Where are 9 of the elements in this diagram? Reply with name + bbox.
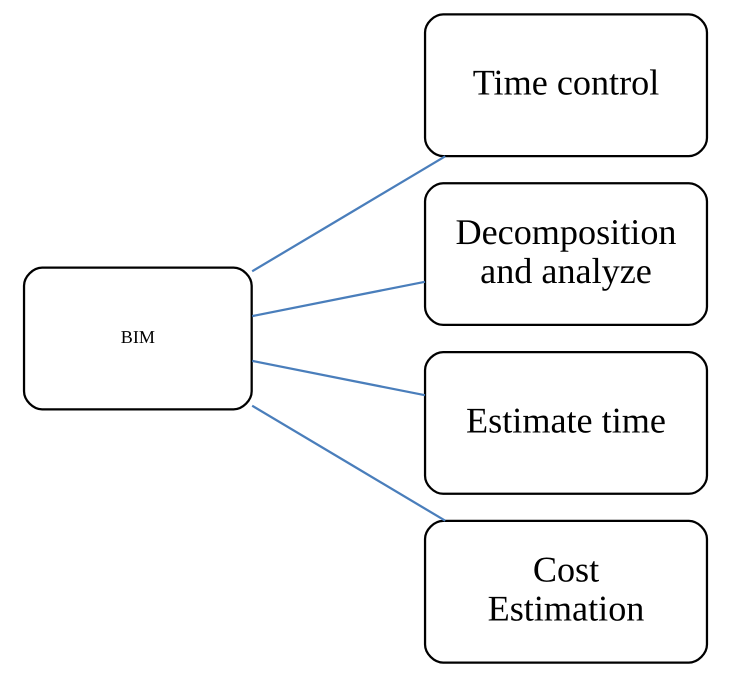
node-box: Decomposition and analyze (423, 182, 708, 326)
node-box: Cost Estimation (423, 520, 708, 664)
connector (251, 155, 446, 272)
connector (251, 404, 446, 522)
node-box: Time control (423, 13, 708, 158)
node-box: Estimate time (423, 350, 708, 495)
connector (251, 360, 425, 396)
node-box: BIM (22, 266, 252, 410)
connector (251, 280, 425, 318)
